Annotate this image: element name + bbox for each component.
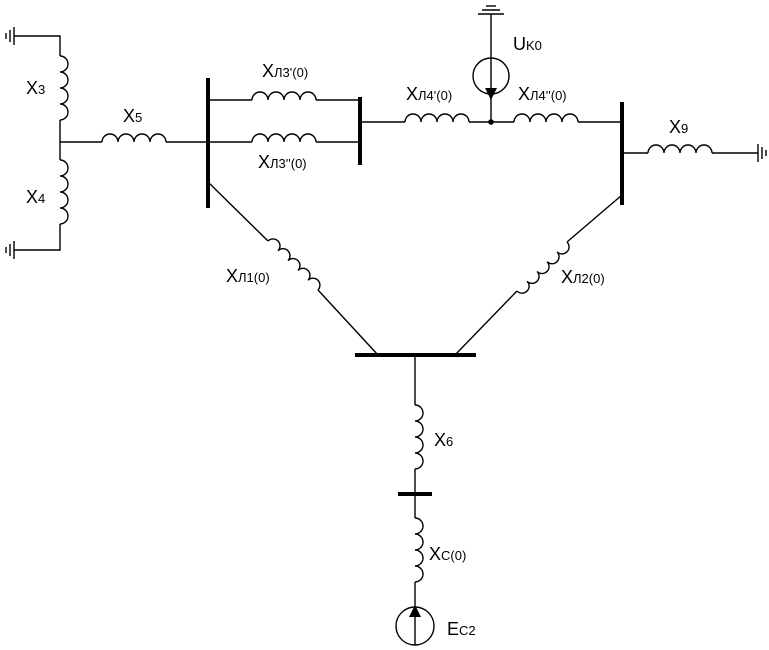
label-xc: XC(0) [429,544,466,564]
wire-xl2-bottom [454,290,518,356]
label-x5: X5 [123,106,142,126]
xl1-inductor [267,238,321,291]
ground-top-left [5,27,15,45]
x9-inductor [647,144,713,154]
xl2-inductor [516,241,570,294]
x3-inductor [59,55,69,121]
xl3p-inductor [251,91,317,101]
wire-x4-bottom [14,224,61,251]
label-x9: X9 [669,117,688,137]
label-xl2: XЛ2(0) [561,267,605,287]
label-xl4p: XЛ4'(0) [406,84,452,104]
x4-inductor [59,159,69,225]
label-ec: EC2 [447,619,476,639]
wire-xl1-bottom [317,289,379,356]
xl4pp-inductor [513,113,579,123]
label-xl3pp: XЛ3''(0) [258,152,307,172]
xl3pp-inductor [251,133,317,143]
label-xl3p: XЛ3'(0) [262,61,308,81]
uk-arrow-icon [485,88,497,100]
label-x6: X6 [434,430,453,450]
wire-xl2-top [566,194,623,243]
ec-arrow-icon [409,605,421,617]
ground-bottom-left [5,241,15,259]
x5-inductor [101,133,167,143]
wire-xl1-top [207,181,269,242]
x6-inductor [414,404,424,470]
wire-x3-top [14,35,61,56]
label-xl4pp: XЛ4''(0) [518,84,567,104]
ground-top-uk [478,5,504,15]
xl4p-inductor [404,113,470,123]
label-x4: X4 [26,187,45,207]
label-uk: UK0 [513,34,542,54]
ground-right [757,144,767,162]
label-xl1: XЛ1(0) [226,266,270,286]
xc-inductor [414,517,424,583]
label-x3: X3 [26,78,45,98]
